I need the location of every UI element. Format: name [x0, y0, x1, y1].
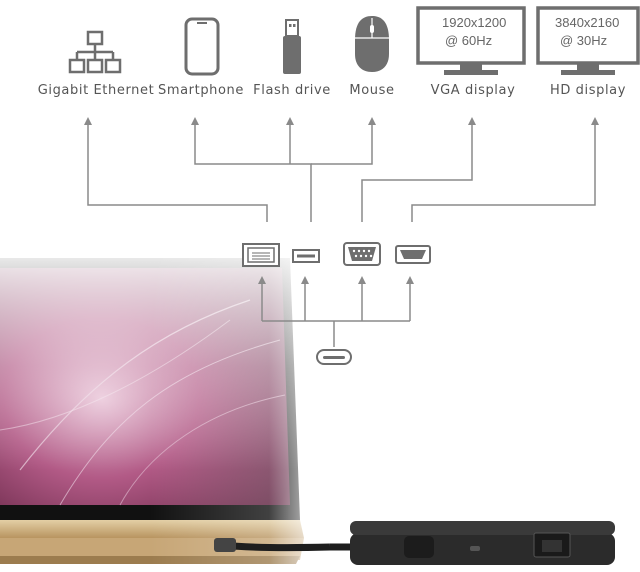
vga-port-icon	[343, 242, 381, 266]
hd-display-refresh-rate: @ 30Hz	[560, 33, 608, 48]
usb-c-hub-illustration	[214, 521, 615, 565]
usb-a-port-icon	[292, 249, 320, 263]
usb-c-port-icon	[316, 349, 352, 365]
network-icon	[68, 30, 122, 74]
hd-display-monitor-icon	[536, 6, 640, 75]
hdmi-port-icon	[395, 245, 431, 264]
ethernet-port-icon	[242, 243, 280, 267]
gigabit-ethernet-label: Gigabit Ethernet	[37, 83, 155, 98]
vga-display-monitor-icon	[416, 6, 526, 75]
mouse-label: Mouse	[349, 83, 395, 98]
mouse-icon	[355, 16, 389, 72]
vga-display-label: VGA display	[430, 83, 516, 98]
hd-display-resolution: 3840x2160	[555, 15, 620, 30]
usb-flash-drive-icon	[283, 19, 301, 74]
laptop-illustration	[0, 240, 320, 570]
smartphone-label: Smartphone	[157, 83, 245, 98]
smartphone-icon	[184, 17, 220, 76]
hd-display-label: HD display	[549, 83, 627, 98]
flash-drive-label: Flash drive	[253, 83, 331, 98]
connection-lines	[84, 117, 599, 347]
vga-display-refresh-rate: @ 60Hz	[445, 33, 493, 48]
vga-display-resolution: 1920x1200	[442, 15, 507, 30]
